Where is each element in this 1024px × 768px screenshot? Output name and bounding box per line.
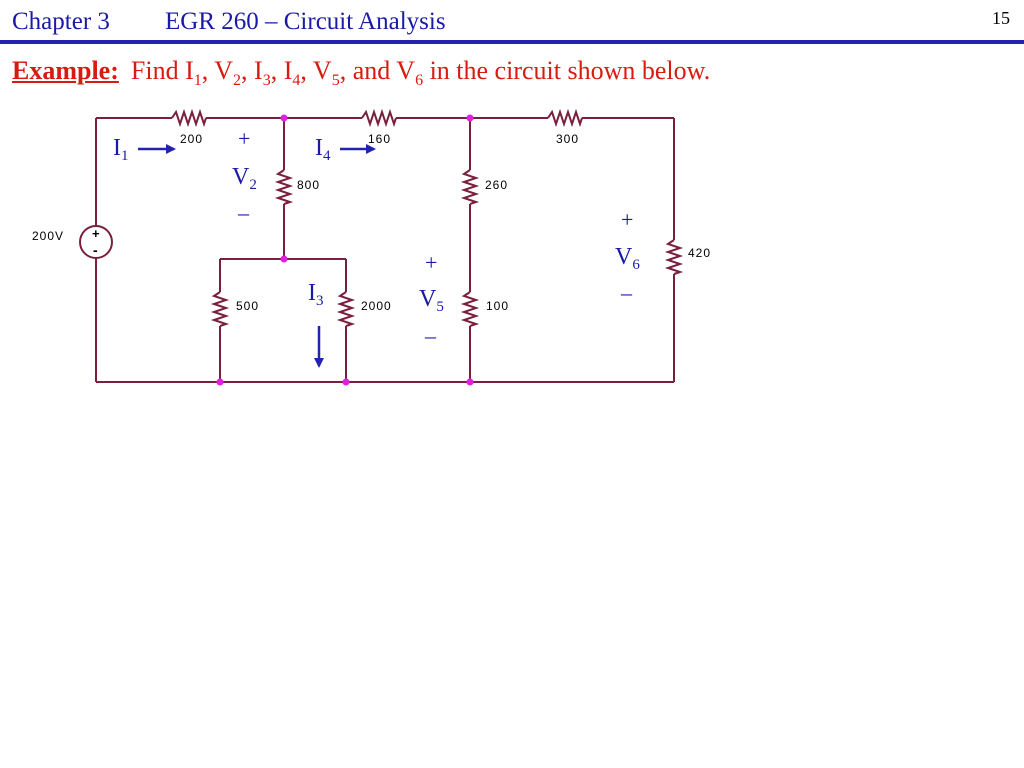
wires (95, 108, 684, 383)
label-200: 200 (180, 132, 203, 146)
i3-main: I (308, 280, 316, 306)
title-sub: 3 (262, 72, 271, 90)
label-160: 160 (368, 132, 391, 146)
title-part: , V (300, 56, 332, 85)
example-title: Example:Find I1, V2, I3, I4, V5, and V6 … (12, 56, 710, 90)
resistor-420 (664, 239, 684, 275)
label-2000: 2000 (361, 299, 392, 313)
voltage-v6: V6 (615, 244, 640, 273)
v6-main: V (615, 244, 633, 270)
title-sub: 2 (233, 72, 242, 90)
example-lead: Example: (12, 56, 119, 85)
current-i4: I4 (315, 135, 331, 164)
v5-plus: + (425, 250, 437, 275)
node (466, 114, 474, 122)
source-minus: - (93, 242, 99, 258)
title-sub: 1 (193, 72, 202, 90)
course-title: EGR 260 – Circuit Analysis (165, 8, 446, 35)
resistor-800 (274, 169, 294, 205)
title-part: , I (270, 56, 293, 85)
title-part: Find I (130, 56, 194, 85)
title-sub: 4 (292, 72, 301, 90)
resistor-100 (460, 291, 480, 327)
resistor-300 (547, 108, 583, 128)
resistor-200 (171, 108, 207, 128)
v5-main: V (419, 286, 437, 312)
node (466, 378, 474, 386)
resistor-500 (210, 291, 230, 327)
title-part: , I (241, 56, 263, 85)
label-800: 800 (297, 178, 320, 192)
v5-sub: 5 (436, 299, 444, 315)
v6-sub: 6 (632, 257, 640, 273)
node (280, 114, 288, 122)
current-i1: I1 (113, 135, 129, 164)
label-300: 300 (556, 132, 579, 146)
label-500: 500 (236, 299, 259, 313)
title-sub: 6 (415, 72, 424, 90)
label-260: 260 (485, 178, 508, 192)
v2-sub: 2 (249, 177, 257, 193)
source-plus: + (92, 226, 101, 241)
resistor-160 (361, 108, 397, 128)
source-label: 200V (32, 229, 64, 243)
nodes (216, 114, 474, 386)
i3-sub: 3 (316, 293, 324, 309)
title-part: , V (201, 56, 234, 85)
i1-main: I (113, 135, 121, 161)
node (280, 255, 288, 263)
slide-header: Chapter 3 EGR 260 – Circuit Analysis 15 (0, 0, 1024, 44)
resistor-2000 (336, 291, 356, 327)
v2-main: V (232, 164, 250, 190)
v2-plus: + (238, 126, 250, 151)
title-part: in the circuit shown below. (423, 56, 711, 85)
current-i3: I3 (308, 280, 324, 309)
chapter-label: Chapter 3 (12, 8, 110, 35)
page-number: 15 (992, 8, 1010, 28)
title-part: , and V (339, 56, 416, 85)
voltage-source (79, 225, 113, 259)
node (342, 378, 350, 386)
voltage-v5: V5 (419, 286, 444, 315)
node (216, 378, 224, 386)
resistor-260 (460, 169, 480, 205)
label-420: 420 (688, 246, 711, 260)
title-sub: 5 (331, 72, 340, 90)
i1-sub: 1 (121, 148, 129, 164)
label-100: 100 (486, 299, 509, 313)
v6-minus: – (620, 280, 633, 305)
header-rule (0, 40, 1024, 44)
i4-main: I (315, 135, 323, 161)
voltage-v2: V2 (232, 164, 257, 193)
i4-sub: 4 (323, 148, 331, 164)
v5-minus: – (424, 323, 437, 348)
v6-plus: + (621, 207, 633, 232)
v2-minus: – (237, 200, 250, 225)
